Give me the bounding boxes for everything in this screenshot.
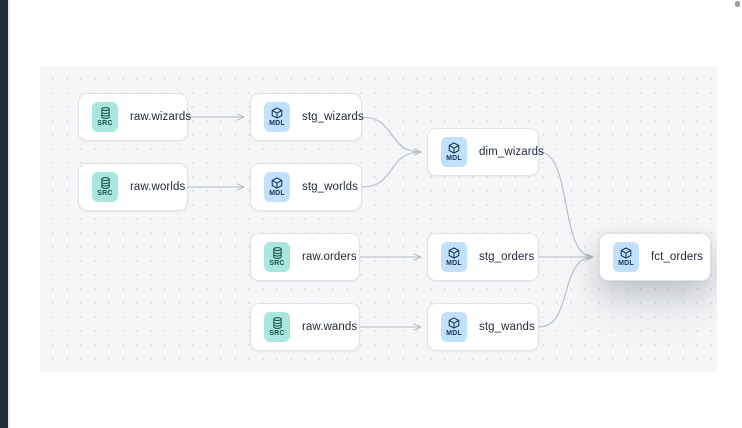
cube-icon: MDL xyxy=(441,312,467,342)
node-kind-tag: MDL xyxy=(446,330,462,337)
vertical-scrollbar[interactable] xyxy=(735,1,740,7)
node-fct_orders[interactable]: MDL fct_orders xyxy=(599,233,711,281)
node-raw_wizards[interactable]: SRC raw.wizards xyxy=(78,93,192,141)
node-label: stg_worlds xyxy=(302,181,358,193)
node-label: raw.worlds xyxy=(130,181,186,193)
node-stg_wizards[interactable]: MDL stg_wizards xyxy=(250,93,364,141)
node-label: raw.wands xyxy=(302,321,358,333)
node-dim_wizards[interactable]: MDL dim_wizards xyxy=(427,128,544,176)
node-label: stg_wizards xyxy=(302,111,364,123)
node-kind-tag: MDL xyxy=(446,155,462,162)
left-nav-rail xyxy=(0,0,8,428)
node-stg_wands[interactable]: MDL stg_wands xyxy=(427,303,539,351)
node-stg_orders[interactable]: MDL stg_orders xyxy=(427,233,539,281)
cube-icon: MDL xyxy=(441,242,467,272)
cube-icon: MDL xyxy=(264,172,290,202)
edge-stg_wizards-to-dim_wizards xyxy=(361,116,421,152)
node-label: stg_wands xyxy=(479,321,535,333)
node-kind-tag: SRC xyxy=(269,260,285,267)
node-label: dim_wizards xyxy=(479,146,545,158)
node-kind-tag: MDL xyxy=(269,190,285,197)
node-raw_worlds[interactable]: SRC raw.worlds xyxy=(78,163,188,211)
node-kind-tag: SRC xyxy=(97,120,113,127)
node-raw_orders[interactable]: SRC raw.orders xyxy=(250,233,360,281)
node-kind-tag: MDL xyxy=(446,260,462,267)
cube-icon: MDL xyxy=(264,102,290,132)
node-kind-tag: MDL xyxy=(618,260,634,267)
cube-icon: MDL xyxy=(613,242,639,272)
database-icon: SRC xyxy=(92,172,118,202)
node-kind-tag: SRC xyxy=(269,330,285,337)
node-label: stg_orders xyxy=(479,251,535,263)
node-label: raw.wizards xyxy=(130,111,192,123)
node-raw_wands[interactable]: SRC raw.wands xyxy=(250,303,360,351)
edge-stg_worlds-to-dim_wizards xyxy=(361,152,421,188)
cube-icon: MDL xyxy=(441,137,467,167)
database-icon: SRC xyxy=(264,312,290,342)
node-stg_worlds[interactable]: MDL stg_worlds xyxy=(250,163,362,211)
edge-stg_wands-to-fct_orders xyxy=(538,257,593,328)
node-kind-tag: MDL xyxy=(269,120,285,127)
edge-dim_wizards-to-fct_orders xyxy=(538,151,593,257)
database-icon: SRC xyxy=(264,242,290,272)
database-icon: SRC xyxy=(92,102,118,132)
rail-divider xyxy=(8,0,10,428)
node-kind-tag: SRC xyxy=(97,190,113,197)
node-label: fct_orders xyxy=(651,251,704,263)
node-label: raw.orders xyxy=(302,251,357,263)
